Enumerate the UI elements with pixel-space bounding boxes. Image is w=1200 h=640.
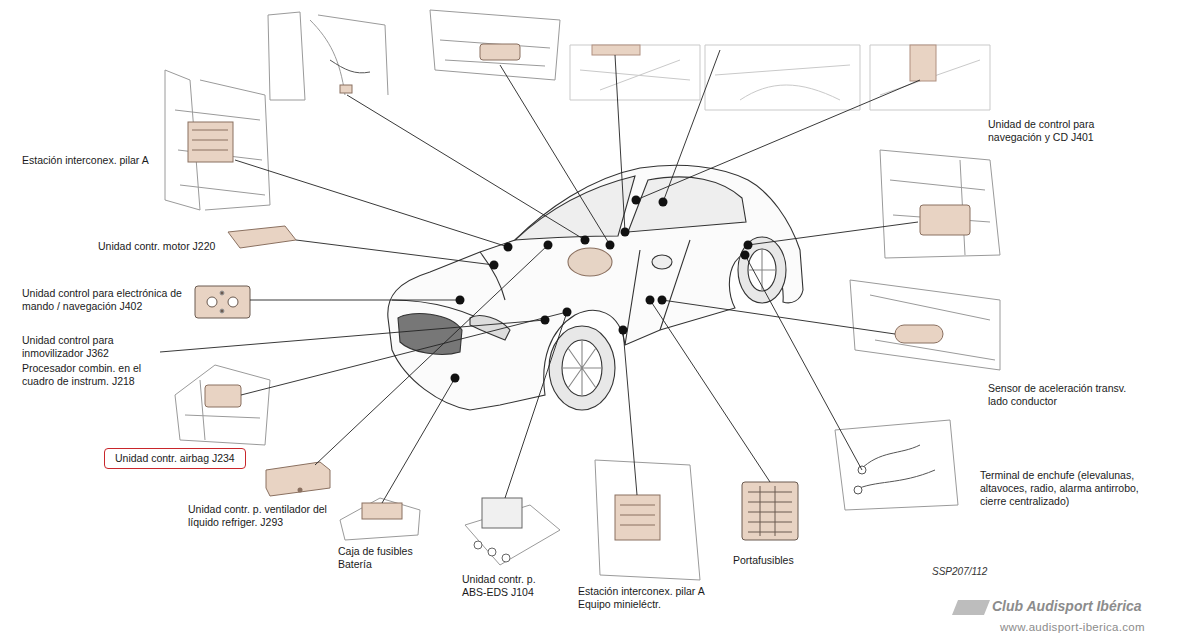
part-label: Estación interconex. pilar A Equipo mini… (578, 585, 728, 611)
watermark: www.audisport-iberica.com (1000, 620, 1190, 634)
part-label: Estación interconex. pilar A (22, 154, 172, 167)
highlight-box: Unidad contr. airbag J234 (104, 448, 246, 469)
part-label: Sensor de aceleración transv. lado condu… (988, 382, 1138, 408)
part-label: Unidad contr. motor J220 (98, 240, 238, 253)
part-label: Unidad control para electrónica de mando… (22, 287, 194, 313)
part-label: Unidad control para inmovilizador J362 (22, 334, 154, 360)
part-label: Unidad contr. airbag J234 (115, 452, 235, 465)
part-label: Caja de fusibles Batería (338, 545, 428, 571)
part-label: Unidad contr. p. ventilador del líquido … (188, 503, 338, 529)
part-label: Unidad contr. p. ABS-EDS J104 (462, 573, 557, 599)
part-label: Unidad de control para navegación y CD J… (988, 118, 1148, 144)
part-label: Portafusibles (733, 554, 823, 567)
part-label: Procesador combin. en el cuadro de instr… (22, 362, 144, 388)
watermark: Club Audisport Ibérica (992, 598, 1192, 615)
part-label: Terminal de enchufe (elevalunas, altavoc… (980, 469, 1148, 507)
figure-code: SSP207/112 (932, 566, 1022, 578)
